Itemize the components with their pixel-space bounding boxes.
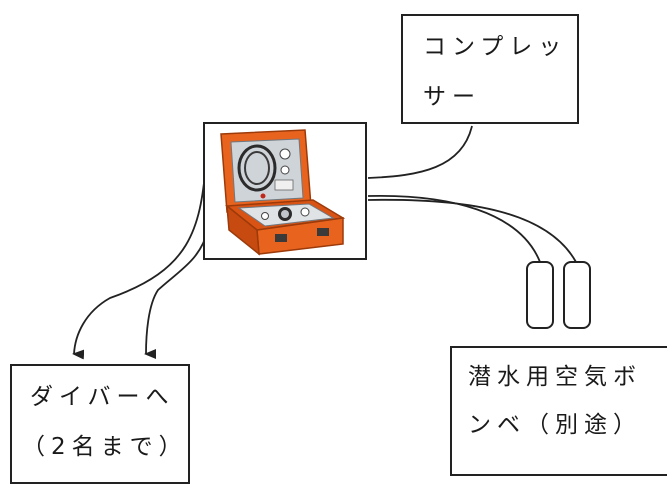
diver-hose-2 — [144, 229, 209, 360]
diver-label-line1: ダイバーへ — [30, 384, 175, 410]
compressor-box: コンプレッ サー — [401, 14, 579, 124]
air-cylinder-box: 潜水用空気ボ ンベ（別途） — [450, 346, 667, 476]
air-cylinder-label-line2: ンベ（別途） — [468, 412, 642, 438]
air-supply-unit-photo — [220, 129, 346, 256]
air-cylinder-icon — [526, 261, 554, 329]
diver-box: ダイバーへ （2名まで） — [10, 364, 190, 484]
compressor-hose — [367, 125, 473, 179]
air-supply-unit-box — [203, 122, 367, 260]
cylinder-hose-2 — [367, 198, 577, 263]
cylinder-hose-1 — [367, 194, 541, 263]
diver-label-line2: （2名まで） — [22, 434, 188, 460]
compressor-label-line1: コンプレッ — [423, 34, 568, 60]
diver-hose-1 — [72, 163, 207, 360]
air-cylinder-icon — [563, 261, 591, 329]
air-cylinder-label-line1: 潜水用空気ボ — [468, 364, 642, 390]
hose-connections — [72, 125, 591, 360]
compressor-label-line2: サー — [423, 84, 481, 110]
